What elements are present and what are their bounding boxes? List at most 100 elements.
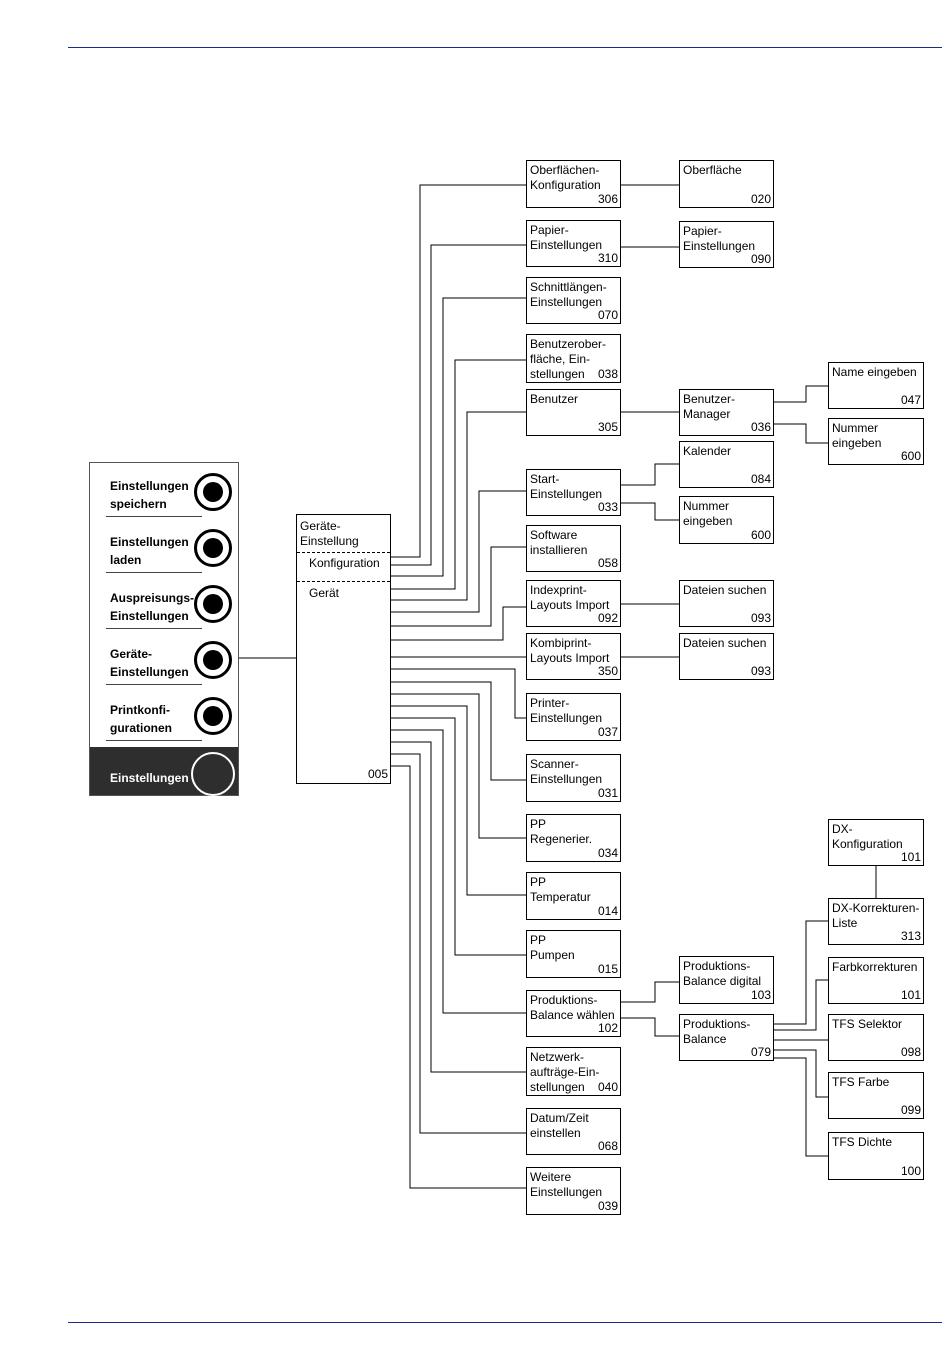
top-rule <box>68 47 942 48</box>
node-number: 038 <box>597 367 618 381</box>
button-knob-icon[interactable] <box>191 752 235 796</box>
node-number: 313 <box>900 929 921 943</box>
menu-item-label: Einstellungen <box>110 771 189 785</box>
node-number: 099 <box>900 1103 921 1117</box>
node-number: 093 <box>750 664 771 678</box>
menu-item-label: Einstellungen laden <box>110 535 189 567</box>
node-label: PP Temperatur <box>530 875 591 904</box>
node-number: 100 <box>900 1164 921 1178</box>
node-label: PP Pumpen <box>530 933 575 962</box>
divider <box>106 516 202 517</box>
node-label: Name eingeben <box>832 365 917 379</box>
node-label: Nummer eingeben <box>832 421 882 450</box>
node-label: TFS Farbe <box>832 1075 890 1089</box>
node-number: 058 <box>597 556 618 570</box>
menu-item-pricing-settings[interactable]: Auspreisungs- Einstellungen <box>90 577 238 633</box>
menu-item-device-settings[interactable]: Geräte- Einstellungen <box>90 633 238 689</box>
menu-item-label: Printkonfi- gurationen <box>110 703 172 735</box>
bottom-rule <box>68 1322 942 1323</box>
node-software-installieren[interactable]: Software installieren 058 <box>526 525 621 572</box>
node-label: Farbkorrekturen <box>832 960 918 974</box>
node-label: Nummer eingeben <box>683 499 733 528</box>
node-number: 310 <box>597 251 618 265</box>
device-settings-hub-box[interactable]: Geräte- Einstellung Konfiguration Gerät … <box>296 514 391 784</box>
node-label: Papier- Einstellungen <box>683 224 756 253</box>
node-name-eingeben[interactable]: Name eingeben 047 <box>828 362 924 409</box>
node-tfs-dichte[interactable]: TFS Dichte 100 <box>828 1132 924 1180</box>
menu-item-label: Einstellungen speichern <box>110 479 189 511</box>
node-number: 101 <box>900 850 921 864</box>
menu-item-print-configurations[interactable]: Printkonfi- gurationen <box>90 689 238 745</box>
menu-item-save-settings[interactable]: Einstellungen speichern <box>90 465 238 521</box>
hub-section-configuration[interactable]: Konfiguration <box>309 556 380 570</box>
node-label: Start- Einstellungen <box>530 472 603 501</box>
divider <box>106 740 202 741</box>
hub-number: 005 <box>367 767 388 781</box>
node-label: DX- Konfiguration <box>832 822 903 851</box>
node-label: Benutzer- Manager <box>683 392 736 421</box>
node-number: 079 <box>750 1045 771 1059</box>
node-number: 034 <box>597 846 618 860</box>
button-knob-icon[interactable] <box>194 697 232 735</box>
hub-title: Geräte- Einstellung <box>300 519 359 548</box>
node-label: Dateien suchen <box>683 583 767 597</box>
node-datum-zeit-einstellen[interactable]: Datum/Zeit einstellen 068 <box>526 1108 621 1155</box>
button-knob-icon[interactable] <box>194 641 232 679</box>
node-label: Produktions- Balance <box>683 1017 751 1046</box>
node-label: Datum/Zeit einstellen <box>530 1111 589 1140</box>
node-number: 020 <box>750 192 771 206</box>
button-knob-icon[interactable] <box>194 585 232 623</box>
node-label: Oberflächen- Konfiguration <box>530 163 601 192</box>
node-dateien-suchen-index[interactable]: Dateien suchen 093 <box>679 580 774 627</box>
node-number: 600 <box>750 528 771 542</box>
node-label: Schnittlängen- Einstellungen <box>530 280 607 309</box>
node-number: 103 <box>750 988 771 1002</box>
node-label: Benutzer <box>530 392 579 406</box>
node-pp-regenerier[interactable]: PP Regenerier.034 <box>526 814 621 862</box>
node-label: Software installieren <box>530 528 588 557</box>
node-number: 047 <box>900 393 921 407</box>
node-label: TFS Dichte <box>832 1135 893 1149</box>
node-nummer-eingeben-start[interactable]: Nummer eingeben 600 <box>679 496 774 544</box>
node-number: 093 <box>750 611 771 625</box>
node-number: 014 <box>597 904 618 918</box>
menu-item-settings-active[interactable]: Einstellungen <box>90 747 238 796</box>
hub-section-device[interactable]: Gerät <box>309 586 340 600</box>
node-pp-temperatur[interactable]: PP Temperatur 014 <box>526 872 621 920</box>
button-knob-icon[interactable] <box>194 529 232 567</box>
button-knob-icon[interactable] <box>194 473 232 511</box>
menu-item-load-settings[interactable]: Einstellungen laden <box>90 521 238 577</box>
node-number: 068 <box>597 1139 618 1153</box>
node-number: 098 <box>900 1045 921 1059</box>
node-tfs-farbe[interactable]: TFS Farbe 099 <box>828 1072 924 1119</box>
node-label: Scanner- Einstellungen <box>530 757 603 786</box>
menu-item-label: Auspreisungs- Einstellungen <box>110 591 195 623</box>
